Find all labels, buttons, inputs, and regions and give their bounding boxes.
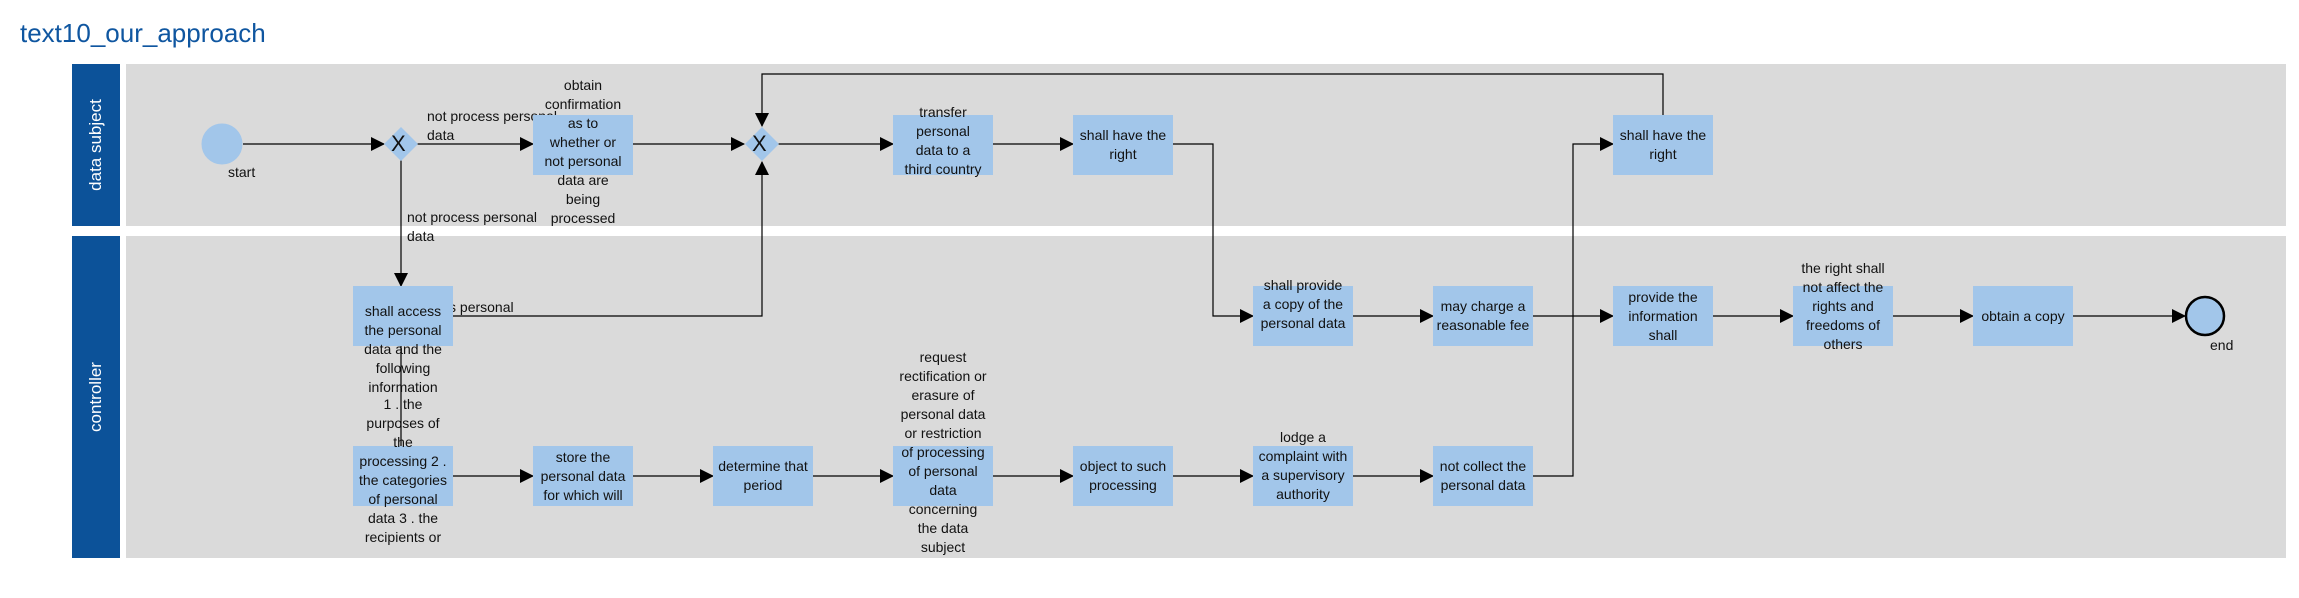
task-not-affect[interactable] <box>1793 286 1893 346</box>
task-lodge-complaint[interactable] <box>1253 446 1353 506</box>
edge-label-not-process-1: not process personal data <box>427 108 557 143</box>
task-purposes[interactable] <box>353 446 453 506</box>
task-not-affect-label: the right shall not affect the rights an… <box>1801 260 1885 352</box>
flow-right1-provide-copy <box>1173 143 1254 323</box>
task-shall-provide-copy-label: shall provide a copy of the personal dat… <box>1260 277 1346 331</box>
start-event <box>201 123 243 165</box>
task-determine-period[interactable]: determine that period <box>713 446 813 506</box>
task-obtain-copy-label: obtain a copy <box>1981 307 2065 324</box>
diagram-title: text10_our_approach <box>20 18 266 48</box>
task-shall-access-label: shall access the personal data and the f… <box>364 303 442 395</box>
edge-label-not-process-2: not process personal data <box>407 209 537 244</box>
lane-controller <box>126 236 2286 558</box>
flow-access-gateway2 <box>453 161 769 317</box>
gateway-2-marker: X <box>752 131 767 156</box>
gateway-1-marker: X <box>391 131 406 156</box>
task-shall-access[interactable] <box>353 286 453 346</box>
task-request-rect[interactable] <box>893 446 993 506</box>
task-provide-info[interactable]: provide the information shall <box>1613 286 1713 346</box>
task-object-processing-label: object to such processing <box>1079 458 1167 493</box>
task-shall-have-right-2[interactable]: shall have the right <box>1613 115 1713 175</box>
task-transfer-label: transfer personal data to a third countr… <box>904 104 982 177</box>
start-label: start <box>228 164 256 180</box>
lane-header-controller: controller <box>72 236 120 558</box>
exclusive-gateway-1 <box>384 127 418 161</box>
task-shall-have-right-1[interactable]: shall have the right <box>1073 115 1173 175</box>
task-shall-provide-copy[interactable] <box>1253 286 1353 346</box>
task-request-rect-label: request rectification or erasure of pers… <box>899 349 987 555</box>
task-lodge-complaint-label: lodge a complaint with a supervisory aut… <box>1258 429 1348 502</box>
task-store-data-label: store the personal data for which will <box>540 448 626 503</box>
task-object-processing[interactable]: object to such processing <box>1073 446 1173 506</box>
task-purposes-label: 1 . the purposes of the processing 2 . t… <box>359 396 447 545</box>
task-shall-have-right-1-label: shall have the right <box>1079 127 1167 162</box>
task-shall-have-right-2-label: shall have the right <box>1619 127 1707 162</box>
task-may-charge-label: may charge a reasonable fee <box>1436 298 1530 333</box>
task-may-charge[interactable]: may charge a reasonable fee <box>1433 286 1533 346</box>
task-obtain-copy[interactable]: obtain a copy <box>1973 286 2073 346</box>
task-store-data[interactable]: store the personal data for which will <box>533 446 633 506</box>
flow-right2-loop <box>755 73 1664 127</box>
lane-header-data-subject: data subject <box>72 64 120 226</box>
flow-not-collect-right2 <box>1533 137 1614 477</box>
end-event <box>2184 295 2226 337</box>
task-transfer[interactable] <box>893 115 993 175</box>
lane-data-subject <box>126 64 2286 226</box>
task-obtain-confirmation[interactable] <box>533 115 633 175</box>
task-not-collect-label: not collect the personal data <box>1439 458 1527 493</box>
task-determine-period-label: determine that period <box>718 458 808 493</box>
end-label: end <box>2210 337 2234 353</box>
task-obtain-confirmation-label: obtain confirmation as to whether or not… <box>544 77 622 226</box>
task-not-collect[interactable]: not collect the personal data <box>1433 446 1533 506</box>
task-provide-info-label: provide the information shall <box>1628 288 1698 343</box>
exclusive-gateway-2 <box>745 127 779 161</box>
